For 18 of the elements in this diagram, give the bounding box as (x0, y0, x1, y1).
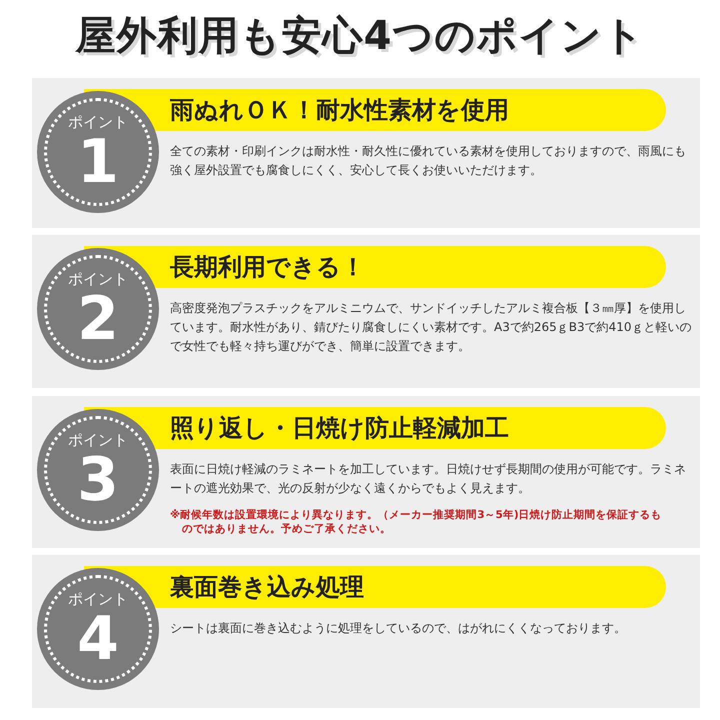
badge-label: ポイント (68, 113, 128, 131)
badge-number: 4 (77, 608, 119, 670)
point-card (32, 555, 700, 708)
badge-number: 3 (77, 449, 119, 511)
description-text: シートは裏面に巻き込むように処理をしているので、はがれにくくなっております。 (170, 620, 627, 637)
point-card (32, 396, 700, 548)
badge-number: 1 (77, 131, 119, 193)
point-card (32, 78, 700, 228)
point-card (32, 235, 700, 388)
badge-label: ポイント (68, 590, 128, 608)
badge-label: ポイント (68, 431, 128, 449)
description-text: 全ての素材・印刷インクは耐水性・耐久性に優れている素材を使用しておりますので、雨風にも強く屋外設置でも腐食しにくく、安心して長くお使いいただけます。 (170, 143, 687, 179)
description-text: 高密度発泡プラスチックをアルミニウムで、サンドイッチしたアルミ複合板【３㎜厚】を使用しています。耐水性があり、錆びたり腐食しにくい素材です。A3で約265ｇB3で約410ｇと軽いので女性でも軽々持ち運びができ、簡単に設置できます。 (170, 300, 692, 355)
warning-note: ※耐候年数は設置環境により異なります。（メーカー推奨期間3～5年)日焼け防止期間を保証するものではありません。予めご了承ください。 (170, 508, 663, 536)
page-title: 屋外利用も安心4つのポイント (74, 12, 646, 61)
badge-label: ポイント (68, 270, 128, 288)
badge-number: 2 (77, 288, 119, 350)
description-text: 表面に日焼け軽減のラミネートを加工しています。日焼けせず長期間の使用が可能です。ラミネートの遮光効果で、光の反射が少なく遠くからでもよく見えます。 (170, 461, 687, 497)
